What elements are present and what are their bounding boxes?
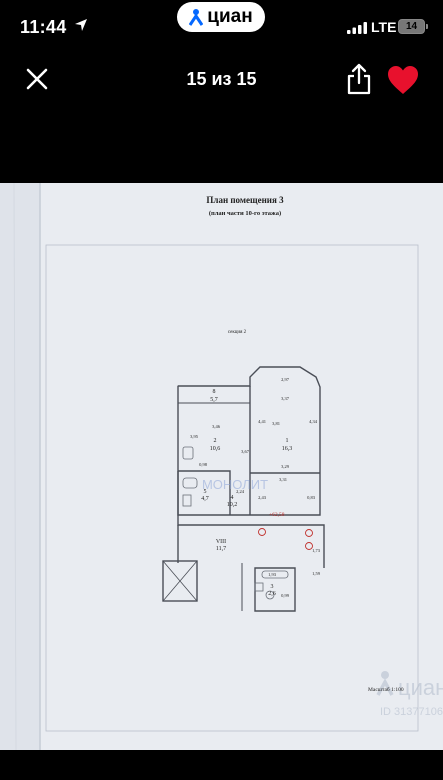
- svg-text:10,2: 10,2: [227, 502, 238, 508]
- svg-text:3,95: 3,95: [190, 434, 199, 440]
- svg-text:8: 8: [213, 389, 216, 395]
- svg-text:11,7: 11,7: [216, 546, 226, 552]
- level-mark: +62,58: [269, 512, 285, 518]
- svg-text:0,83: 0,83: [307, 495, 316, 501]
- svg-text:2,43: 2,43: [258, 495, 267, 501]
- marker-circles: [258, 528, 313, 550]
- dimension-labels: 2,97 3,37 3,46 3,95 3,81 4,41 4,34 3,67 …: [190, 377, 321, 599]
- svg-text:0,99: 0,99: [281, 593, 290, 599]
- svg-text:1: 1: [286, 438, 289, 444]
- svg-text:5: 5: [204, 489, 207, 495]
- listing-photo[interactable]: План помещения 3 (план части 10-го этажа…: [0, 183, 443, 750]
- svg-text:3,29: 3,29: [281, 464, 290, 470]
- svg-text:4: 4: [231, 495, 234, 501]
- battery-icon: 14: [398, 19, 428, 34]
- monolit-watermark: МОНОЛИТ: [202, 477, 268, 492]
- cian-watermark-text: циан: [398, 675, 443, 700]
- close-icon: [26, 68, 48, 90]
- svg-text:3,37: 3,37: [281, 396, 290, 402]
- room-labels: 8 5,7 2 10,6 1 16,3 4 10,2 5 4,7 VIII 11…: [201, 389, 292, 597]
- heart-icon[interactable]: [386, 64, 420, 96]
- svg-text:4,34: 4,34: [309, 419, 318, 425]
- svg-text:5,7: 5,7: [210, 397, 218, 403]
- svg-text:1,93: 1,93: [268, 572, 277, 578]
- fixtures: [182, 446, 289, 600]
- photo-counter: 15 из 15: [186, 69, 257, 89]
- svg-text:0,98: 0,98: [199, 462, 208, 468]
- svg-text:3,46: 3,46: [212, 424, 221, 430]
- svg-text:16,3: 16,3: [282, 446, 293, 452]
- cian-logo-icon: [189, 9, 204, 26]
- floor-plan-image: План помещения 3 (план части 10-го этажа…: [0, 183, 443, 750]
- cian-badge-label: циан: [207, 6, 253, 27]
- svg-text:4,41: 4,41: [258, 419, 266, 425]
- svg-text:VIII: VIII: [216, 539, 226, 545]
- listing-id-watermark: ID 313771061: [380, 706, 443, 718]
- plan-subtitle: (план части 10-го этажа): [209, 210, 281, 217]
- close-button[interactable]: [22, 64, 52, 94]
- share-icon[interactable]: [344, 62, 374, 96]
- plan-title: План помещения 3: [206, 195, 284, 205]
- section-label: секция 2: [228, 330, 247, 335]
- gallery-nav-bar: 15 из 15: [0, 56, 443, 104]
- cian-app-badge[interactable]: циан: [177, 2, 265, 32]
- svg-text:3,67: 3,67: [241, 449, 250, 455]
- network-type: LTE: [371, 19, 397, 35]
- signal-icon: [347, 22, 367, 34]
- svg-text:3: 3: [271, 584, 274, 590]
- svg-text:2,97: 2,97: [281, 377, 290, 383]
- status-bar: 11:44 циан LTE 14: [0, 0, 443, 56]
- svg-text:2,6: 2,6: [268, 591, 276, 597]
- battery-level: 14: [405, 21, 418, 32]
- apartment-walls: [162, 366, 325, 612]
- svg-text:3,31: 3,31: [279, 477, 287, 483]
- svg-text:2,24: 2,24: [236, 489, 245, 495]
- svg-text:3,81: 3,81: [272, 421, 280, 427]
- svg-text:1,73: 1,73: [312, 548, 321, 554]
- status-time: 11:44: [20, 17, 67, 37]
- scale-label: Масштаб 1:100: [368, 686, 404, 693]
- svg-text:4,7: 4,7: [201, 496, 209, 502]
- svg-text:2: 2: [214, 438, 217, 444]
- cian-watermark: циан ID 313771061: [376, 671, 443, 718]
- svg-text:1,59: 1,59: [312, 571, 321, 577]
- svg-text:10,6: 10,6: [210, 446, 221, 452]
- location-arrow-icon: [75, 19, 87, 31]
